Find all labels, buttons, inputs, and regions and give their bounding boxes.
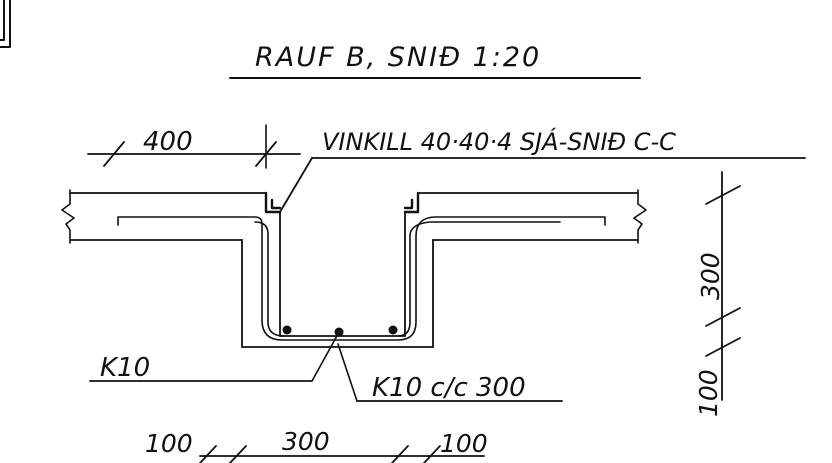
break-line-right bbox=[633, 189, 647, 244]
concrete-section-outline bbox=[69, 192, 639, 348]
drawing-title: RAUF B, SNIÐ 1:20 bbox=[255, 42, 541, 73]
angle-iron-right bbox=[403, 191, 420, 214]
rebar-label-spacing: K10 c/c 300 bbox=[372, 373, 526, 403]
dimension-bottom-horizontal: 100 300 100 bbox=[145, 427, 488, 463]
dimension-top-400: 400 bbox=[87, 124, 301, 169]
rebar-inner bbox=[254, 221, 561, 337]
rebar-dot-right bbox=[388, 325, 398, 335]
angle-iron-left bbox=[264, 191, 282, 214]
dimension-label-100-right: 100 bbox=[440, 429, 488, 458]
dimension-label-100-vertical: 100 bbox=[694, 369, 723, 417]
dimension-label-300-vertical: 300 bbox=[696, 252, 725, 300]
dimension-right-vertical: 300 100 bbox=[694, 171, 741, 417]
rebar-label-k10: K10 bbox=[100, 353, 150, 383]
rebar-dot-middle bbox=[334, 327, 344, 337]
rebar-dots bbox=[282, 325, 398, 337]
frame-corner-mark bbox=[0, 0, 11, 48]
rebar-callout-k10: K10 bbox=[89, 333, 339, 383]
rebar-callout-spacing: K10 c/c 300 bbox=[337, 343, 563, 403]
angle-iron-label: VINKILL 40·40·4 SJÁ-SNIÐ C-C bbox=[322, 127, 676, 156]
dimension-label-300-bottom: 300 bbox=[282, 427, 330, 456]
break-line-left bbox=[61, 189, 75, 244]
rebar-dot-left bbox=[282, 325, 292, 335]
dimension-label-400: 400 bbox=[143, 127, 193, 157]
rebar-outer bbox=[117, 216, 606, 341]
dimension-label-100-left: 100 bbox=[145, 429, 193, 458]
angle-iron-callout: VINKILL 40·40·4 SJÁ-SNIÐ C-C bbox=[279, 127, 806, 213]
